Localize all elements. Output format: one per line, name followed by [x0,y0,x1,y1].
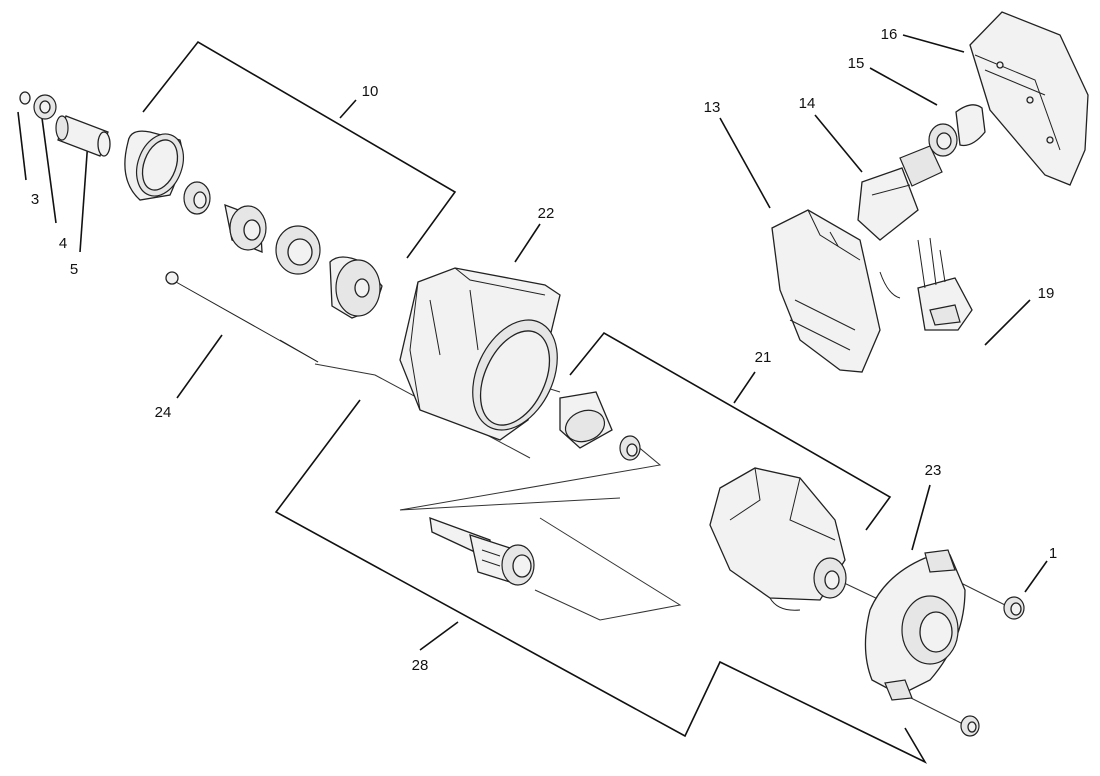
callout-14: 14 [799,95,816,112]
part-16-cover [969,11,1089,186]
part-1-nut-lower [960,715,980,737]
bracket-28 [274,399,928,764]
callout-21: 21 [755,349,772,366]
part-5-sleeve [55,115,111,157]
part-10-bearing-hub [329,256,383,319]
callout-13: 13 [704,99,721,116]
callout-labels: 1 3 4 5 10 13 14 15 16 19 21 22 23 24 28 [31,26,1057,674]
part-23-end-plate [864,549,966,701]
part-10-bushing [183,181,211,215]
part-21-motor-body [709,467,847,611]
part-22-motor-housing [399,267,561,441]
callout-10: 10 [362,83,379,100]
part-19-switch [917,237,973,331]
callout-23: 23 [925,462,942,479]
part-22-bushing [619,435,641,461]
leader-lines [17,34,1048,651]
callout-22: 22 [538,205,555,222]
part-24-through-bolt [165,271,319,363]
part-1-nut-upper [1003,596,1025,620]
callout-28: 28 [412,657,429,674]
part-10-end-cap [124,130,184,201]
part-28-armature [429,517,535,586]
part-22-brush-holder [559,391,613,449]
part-13-brush-block [771,209,901,373]
callout-1: 1 [1049,545,1057,562]
part-14-connector [857,145,943,241]
bracket-10 [142,40,457,259]
callout-3: 3 [31,191,39,208]
part-10-washer [275,225,321,275]
part-4-bearing [33,94,57,120]
callout-5: 5 [70,261,78,278]
callout-15: 15 [848,55,865,72]
callout-19: 19 [1038,285,1055,302]
part-15-bulb [928,104,986,157]
callout-16: 16 [881,26,898,43]
callout-4: 4 [59,235,67,252]
bracket-21 [569,331,892,531]
callout-24: 24 [155,404,172,421]
part-10-retainer [224,203,267,253]
part-3-washer [19,91,31,105]
